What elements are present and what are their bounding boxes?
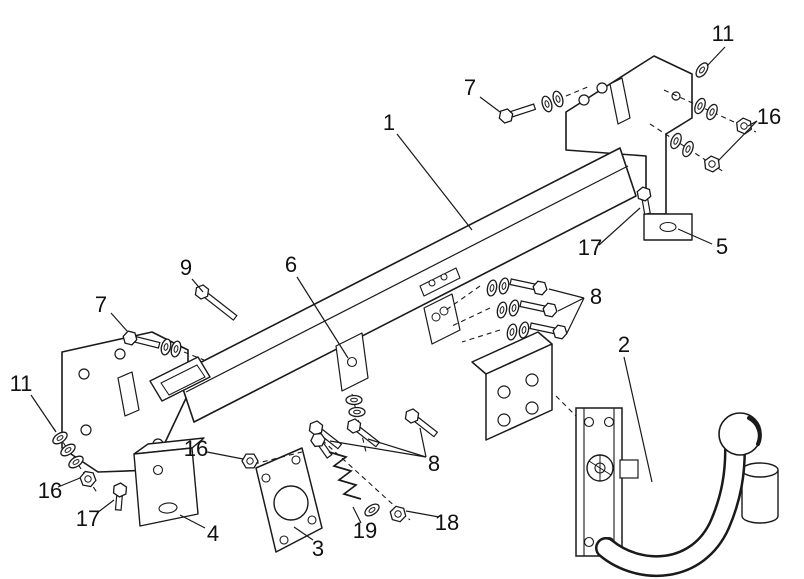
towball-plate [575,407,639,557]
callout-17-left: 17 [75,506,101,531]
callout-2: 2 [617,332,631,357]
bolt-17-left [111,481,128,512]
lock-handwheel [586,454,614,482]
mounting-plate [255,447,323,553]
callout-4: 4 [206,521,220,546]
receiver-mount-block [471,331,553,441]
nut-16-left [78,470,98,488]
callout-16-left: 16 [37,478,63,503]
callout-8-right: 8 [589,284,603,309]
callout-11-top: 11 [711,21,735,46]
callout-5: 5 [715,234,729,259]
crossbar-beam [149,147,637,423]
callout-1: 1 [382,110,396,135]
support-bracket-left [133,437,205,527]
callout-18: 18 [434,510,460,535]
towball-assembly [575,407,779,577]
callout-6: 6 [284,252,298,277]
callout-7-top: 7 [463,75,477,100]
callout-7-left: 7 [94,292,108,317]
callout-11-left: 11 [9,371,33,396]
nut-18 [387,504,409,524]
side-bracket [423,293,461,345]
nut-16-center [241,453,259,469]
fasteners [50,60,755,524]
callout-3: 3 [311,536,325,561]
swan-neck [595,439,746,577]
nut-16-top-b [701,153,723,175]
bolt-spring [308,430,336,461]
leader-lines [30,46,758,541]
callout-8-bottom: 8 [427,451,441,476]
spring-19 [328,451,362,500]
right-end-plate [565,55,693,241]
callout-16-center: 16 [183,436,209,461]
bolt-8-b [518,297,559,319]
callout-17-right: 17 [577,235,603,260]
callout-9: 9 [179,255,193,280]
callout-19: 19 [352,518,378,543]
nut-16-top-a [733,115,755,137]
bolt-8-a [508,275,549,297]
washer-11-top [693,60,711,80]
callout-16-top: 16 [756,104,782,129]
towball [718,412,762,456]
towball-cover-cap [741,462,779,524]
bolt-7-top [496,100,538,125]
